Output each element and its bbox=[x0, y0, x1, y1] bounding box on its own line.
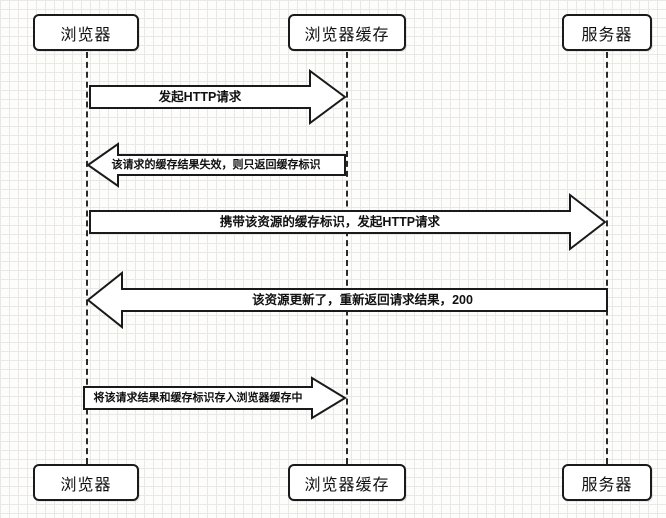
arrow-initiate-http-request bbox=[89, 69, 347, 125]
lifeline-browser bbox=[86, 52, 88, 464]
actor-server-label: 服务器 bbox=[581, 26, 633, 44]
actor-server-bottom: 服务器 bbox=[562, 464, 652, 501]
message-label-5: 将该请求结果和缓存标识存入浏览器缓存中 bbox=[93, 392, 303, 404]
arrow-resource-updated-return-200 bbox=[86, 270, 608, 330]
actor-browser-label: 浏览器 bbox=[60, 26, 112, 44]
actor-browser-top: 浏览器 bbox=[33, 14, 139, 51]
arrow-request-with-cache-identifier bbox=[89, 192, 607, 252]
actor-browser-cache-label: 浏览器缓存 bbox=[304, 26, 390, 44]
actor-browser-cache-top: 浏览器缓存 bbox=[288, 14, 406, 51]
actor-browser-cache-label: 浏览器缓存 bbox=[304, 476, 390, 494]
message-label-2: 该请求的缓存结果失效，则只返回缓存标识 bbox=[111, 159, 321, 171]
actor-server-top: 服务器 bbox=[562, 14, 652, 51]
actor-browser-label: 浏览器 bbox=[60, 476, 112, 494]
message-label-3: 携带该资源的缓存标识，发起HTTP请求 bbox=[219, 215, 441, 229]
actor-browser-cache-bottom: 浏览器缓存 bbox=[288, 464, 406, 501]
arrow-store-result-and-identifier bbox=[83, 376, 347, 420]
actor-browser-bottom: 浏览器 bbox=[33, 464, 139, 501]
lifeline-server bbox=[606, 52, 608, 464]
lifeline-browser-cache bbox=[346, 52, 348, 464]
arrow-cache-invalid-return-identifier bbox=[86, 142, 346, 188]
message-label-1: 发起HTTP请求 bbox=[158, 90, 242, 104]
message-label-4: 该资源更新了，重新返回请求结果，200 bbox=[252, 293, 473, 307]
actor-server-label: 服务器 bbox=[581, 476, 633, 494]
